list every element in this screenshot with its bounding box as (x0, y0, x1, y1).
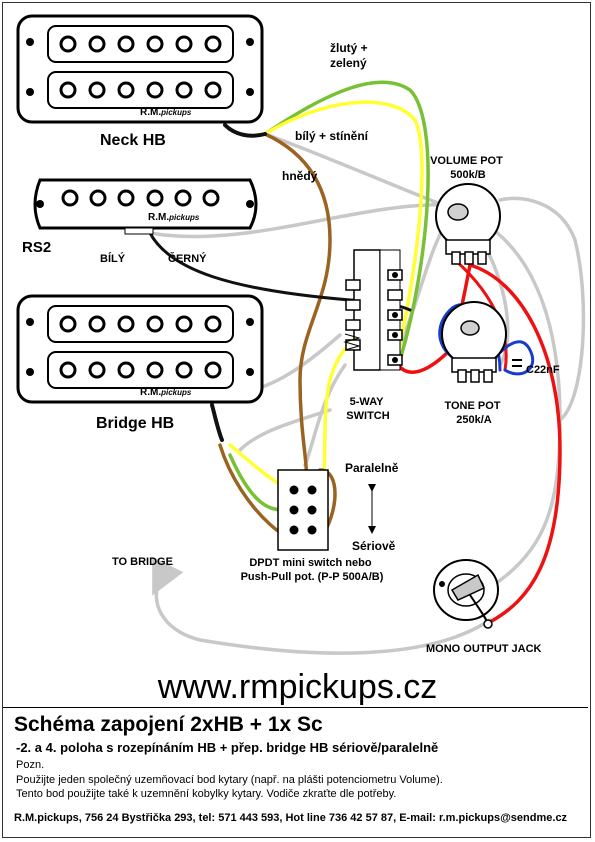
yellow-wire (263, 100, 424, 367)
parallel-label: Paralelně (345, 461, 399, 475)
bridge-black-lead (210, 403, 224, 442)
white-shield-label: bílý + stínění (295, 129, 369, 143)
rs2-single-coil: R.M.pickups (33, 178, 258, 235)
neck-brand-text: R.M.pickups (140, 107, 192, 118)
bridge-humbucker: R.M.pickups (16, 294, 264, 404)
dpdt-white-wire (303, 363, 347, 467)
rs2-white-wire (148, 202, 457, 239)
bridge-hb-label: Bridge HB (96, 415, 174, 432)
dpdt-switch (277, 469, 329, 551)
output-jack (433, 559, 499, 629)
wiring-diagram: R.M.pickups Neck HB R.M.pickups RS2 BÍLÝ… (16, 14, 586, 655)
to-bridge-label: TO BRIDGE (112, 556, 173, 568)
divider (3, 707, 588, 708)
rs2-white-label: BÍLÝ (100, 252, 126, 265)
page-title: Schéma zapojení 2xHB + 1x Sc (14, 713, 323, 736)
volume-pot-label: VOLUME POT 500k/B (430, 155, 506, 181)
green-wire (263, 80, 430, 362)
outer-ground-wire (498, 196, 586, 422)
contact-footer: R.M.pickups, 756 24 Bystřička 293, tel: … (14, 812, 568, 824)
jack-label: MONO OUTPUT JACK (426, 643, 542, 655)
volume-jack-red-wire (468, 263, 562, 624)
brown-label: hnědý (282, 169, 318, 183)
bridge-brand-text: R.M.pickups (140, 387, 192, 398)
website-url[interactable]: www.rmpickups.cz (157, 668, 438, 706)
dpdt-label: DPDT mini switch nebo Push-Pull pot. (P-… (241, 557, 384, 583)
capacitor-label: C22nF (526, 364, 560, 376)
five-way-switch (343, 249, 403, 371)
neck-hb-label: Neck HB (100, 132, 166, 149)
rs2-brand-text: R.M.pickups (148, 212, 200, 223)
note-heading: Pozn. (16, 759, 45, 771)
tone-pot-label: TONE POT 250k/A (444, 400, 503, 426)
yellow-green-label: žlutý + zelený (330, 41, 371, 70)
rs2-black-label: ČERNÝ (168, 252, 207, 265)
tone-pot (441, 301, 522, 383)
to-bridge-ground-wire (152, 556, 492, 655)
neck-humbucker: R.M.pickups (16, 14, 264, 124)
note-line-2: Tento bod použijte také k uzemnění kobyl… (16, 788, 397, 800)
rs2-label: RS2 (22, 239, 51, 256)
switch-label: 5-WAY SWITCH (346, 396, 389, 422)
page-subtitle: -2. a 4. poloha s rozepínáním HB + přep.… (16, 740, 439, 755)
note-line-1: Použijte jeden společný uzemňovací bod k… (16, 774, 443, 786)
volume-pot (435, 183, 501, 265)
brown-wire (263, 132, 332, 487)
series-label: Sériově (352, 539, 396, 553)
neck-black-lead (223, 123, 267, 138)
